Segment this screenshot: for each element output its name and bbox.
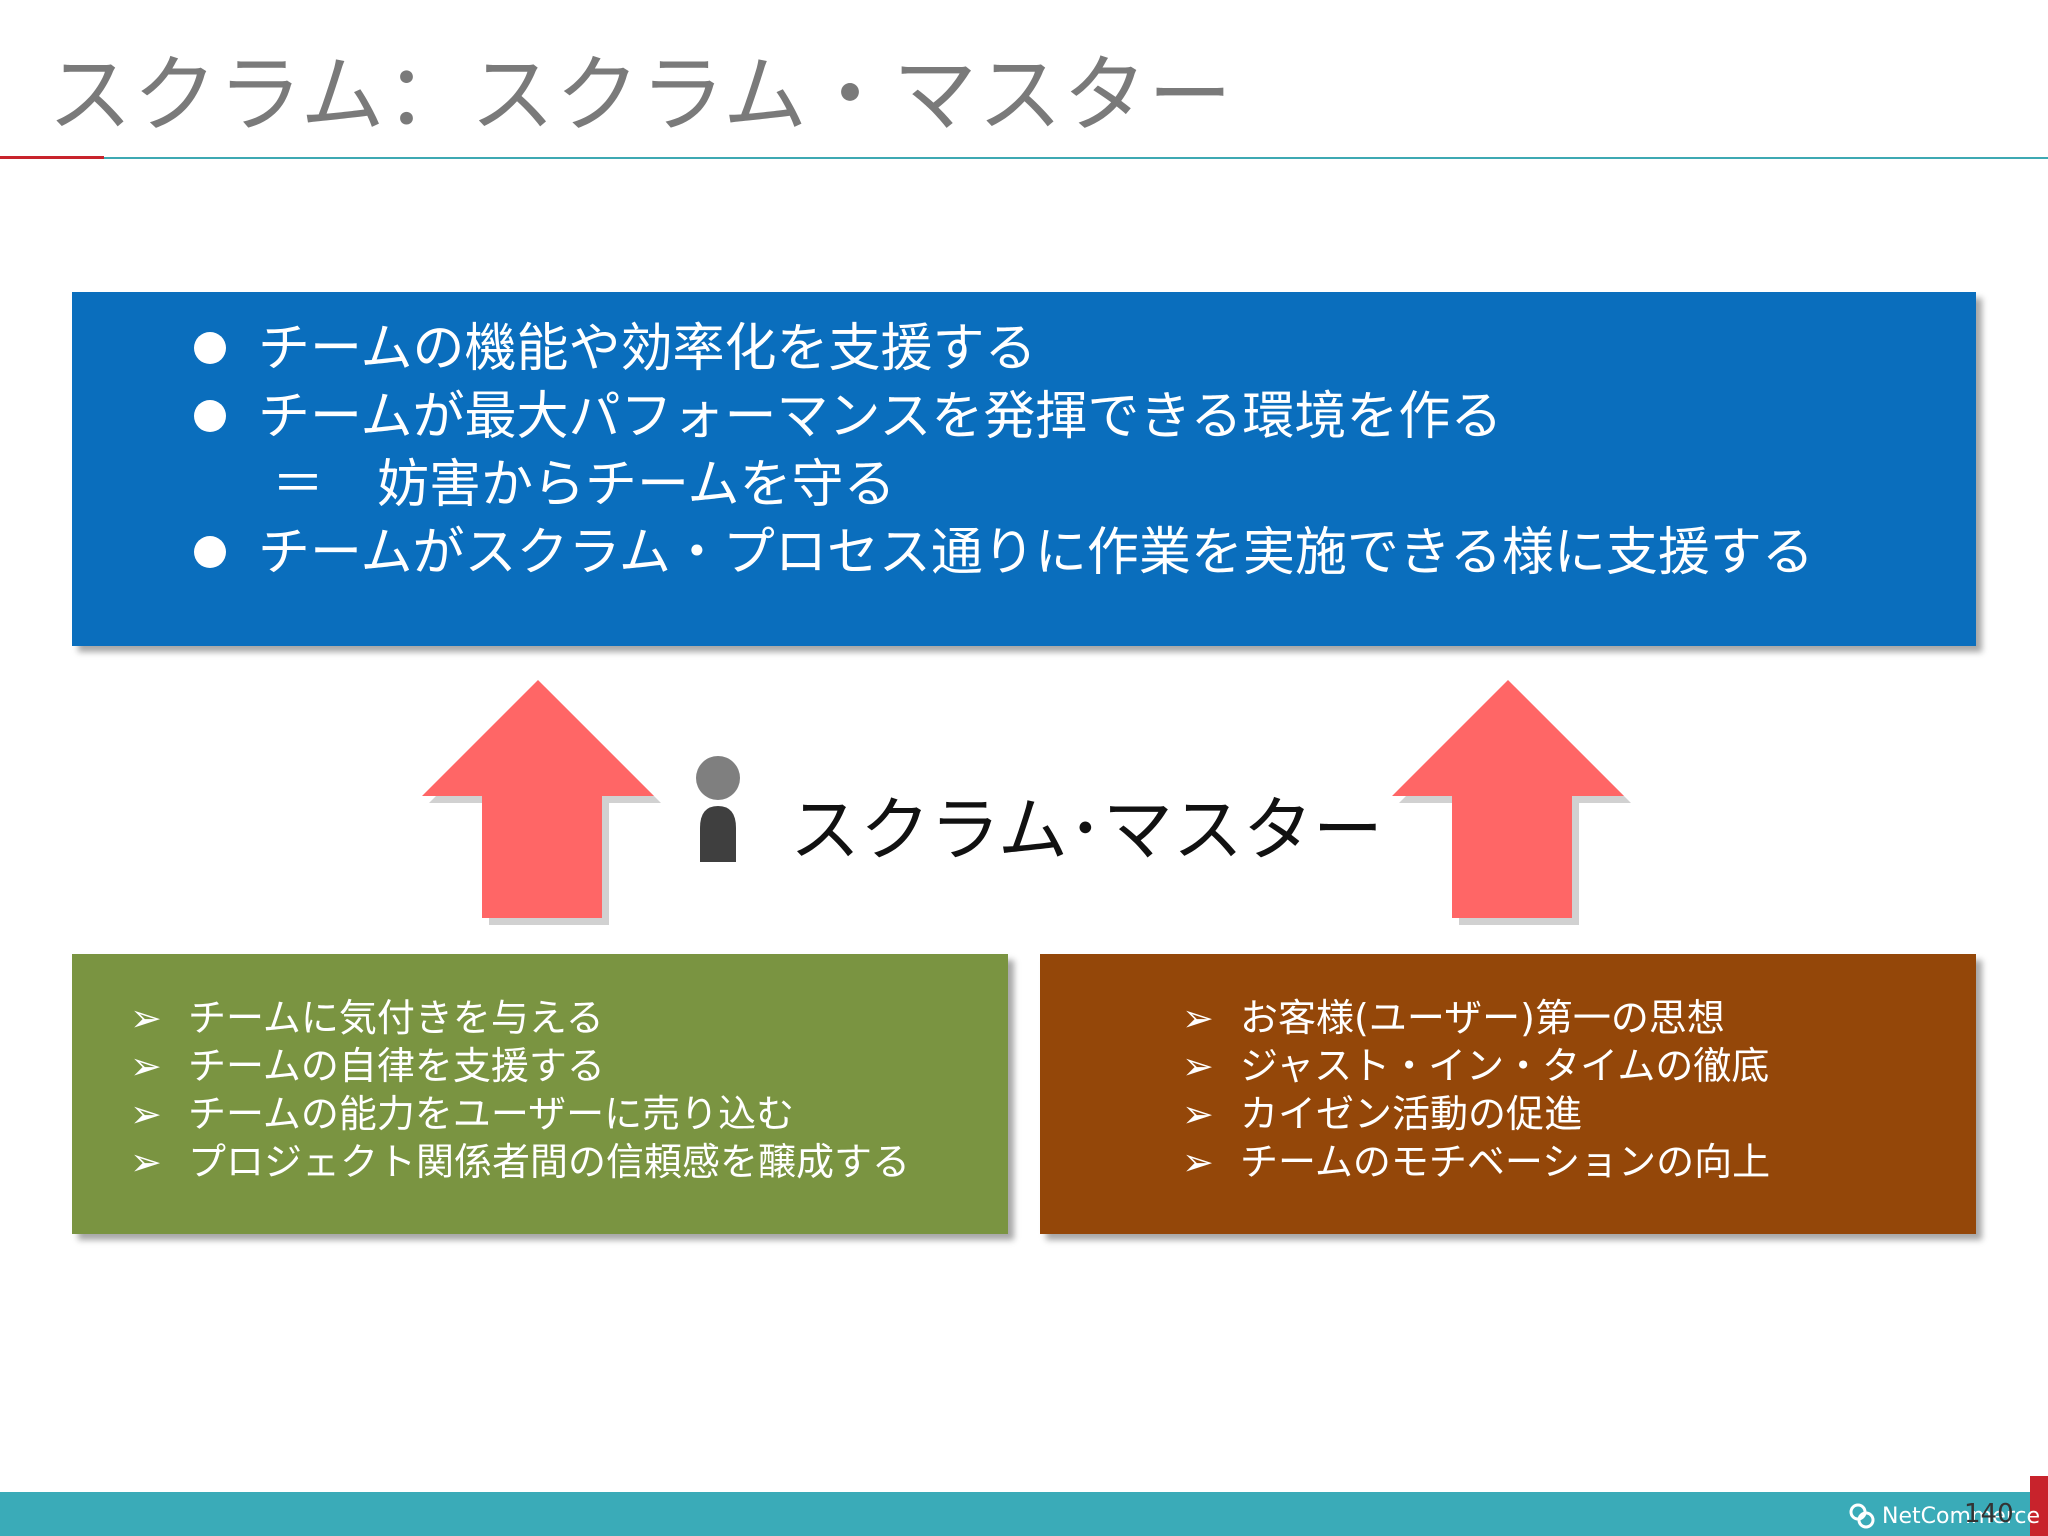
company-logo: NetCommerce (1848, 1500, 2040, 1532)
role-bullet-text: 妨害からチームを守る (377, 455, 896, 515)
list-item: ➢ チームのモチベーションの向上 (1182, 1138, 1770, 1186)
arrow-bullet-icon: ➢ (130, 1044, 162, 1088)
up-arrow-right-icon (1392, 680, 1631, 925)
role-bullet-3: ＝ 妨害からチームを守る (272, 452, 895, 518)
arrow-bullet-icon: ➢ (1182, 1092, 1214, 1136)
role-bullet-text: チームが最大パフォーマンスを発揮できる環境を作る (258, 387, 1503, 447)
list-item: ➢ カイゼン活動の促進 (1182, 1090, 1770, 1138)
person-icon (696, 756, 740, 862)
page-number: 140 (1964, 1499, 2014, 1529)
principles-panel: ➢ お客様(ユーザー)第一の思想 ➢ ジャスト・イン・タイムの徹底 ➢ カイゼン活動の… (1040, 954, 1976, 1234)
role-bullet-text: チームの機能や効率化を支援する (258, 319, 1037, 379)
slide-title: スクラム：スクラム・マスター (48, 46, 1233, 144)
list-item-text: チームの自律を支援する (188, 1044, 605, 1088)
role-bullet-1: チームの機能や効率化を支援する (194, 316, 1036, 382)
principles-list: ➢ お客様(ユーザー)第一の思想 ➢ ジャスト・イン・タイムの徹底 ➢ カイゼン活動の… (1182, 994, 1770, 1186)
logo-text: NetCommerce (1882, 1503, 2041, 1529)
arrow-bullet-icon: ➢ (130, 996, 162, 1040)
list-item: ➢ ジャスト・イン・タイムの徹底 (1182, 1042, 1770, 1090)
role-bullet-2: チームが最大パフォーマンスを発揮できる環境を作る (194, 384, 1502, 450)
arrow-bullet-icon: ➢ (130, 1140, 162, 1184)
list-item: ➢ プロジェクト関係者間の信頼感を醸成する (130, 1138, 910, 1186)
list-item-text: プロジェクト関係者間の信頼感を醸成する (188, 1140, 911, 1184)
bullet-dot-icon (194, 536, 226, 568)
title-rule-accent (0, 156, 104, 159)
up-arrow-left-icon (422, 680, 661, 925)
list-item-text: チームに気付きを与える (188, 996, 604, 1040)
title-rule (104, 157, 2048, 159)
team-support-panel: ➢ チームに気付きを与える ➢ チームの自律を支援する ➢ チームの能力をユーザーに売… (72, 954, 1008, 1234)
list-item: ➢ お客様(ユーザー)第一の思想 (1182, 994, 1770, 1042)
footer-accent (2030, 1476, 2048, 1536)
scrum-master-label: スクラム･マスター (790, 789, 1383, 871)
list-item-text: チームの能力をユーザーに売り込む (188, 1092, 795, 1136)
role-bullet-text: チームがスクラム・プロセス通りに作業を実施できる様に支援する (258, 523, 1814, 583)
arrow-bullet-icon: ➢ (1182, 996, 1214, 1040)
list-item-text: チームのモチベーションの向上 (1240, 1140, 1771, 1184)
list-item: ➢ チームに気付きを与える (130, 994, 910, 1042)
team-support-list: ➢ チームに気付きを与える ➢ チームの自律を支援する ➢ チームの能力をユーザーに売… (130, 994, 910, 1186)
list-item-text: ジャスト・イン・タイムの徹底 (1240, 1044, 1770, 1088)
footer-bar (0, 1492, 2048, 1536)
equals-sign: ＝ (272, 455, 325, 515)
list-item-text: お客様(ユーザー)第一の思想 (1240, 996, 1725, 1040)
bullet-dot-icon (194, 400, 226, 432)
logo-mark-icon (1849, 1503, 1875, 1529)
arrow-bullet-icon: ➢ (1182, 1140, 1214, 1184)
role-description-panel: チームの機能や効率化を支援する チームが最大パフォーマンスを発揮できる環境を作る… (72, 292, 1976, 646)
list-item: ➢ チームの能力をユーザーに売り込む (130, 1090, 910, 1138)
role-bullet-4: チームがスクラム・プロセス通りに作業を実施できる様に支援する (194, 520, 1814, 586)
arrow-bullet-icon: ➢ (130, 1092, 162, 1136)
arrow-bullet-icon: ➢ (1182, 1044, 1214, 1088)
list-item: ➢ チームの自律を支援する (130, 1042, 910, 1090)
list-item-text: カイゼン活動の促進 (1240, 1092, 1583, 1136)
bullet-dot-icon (194, 332, 226, 364)
